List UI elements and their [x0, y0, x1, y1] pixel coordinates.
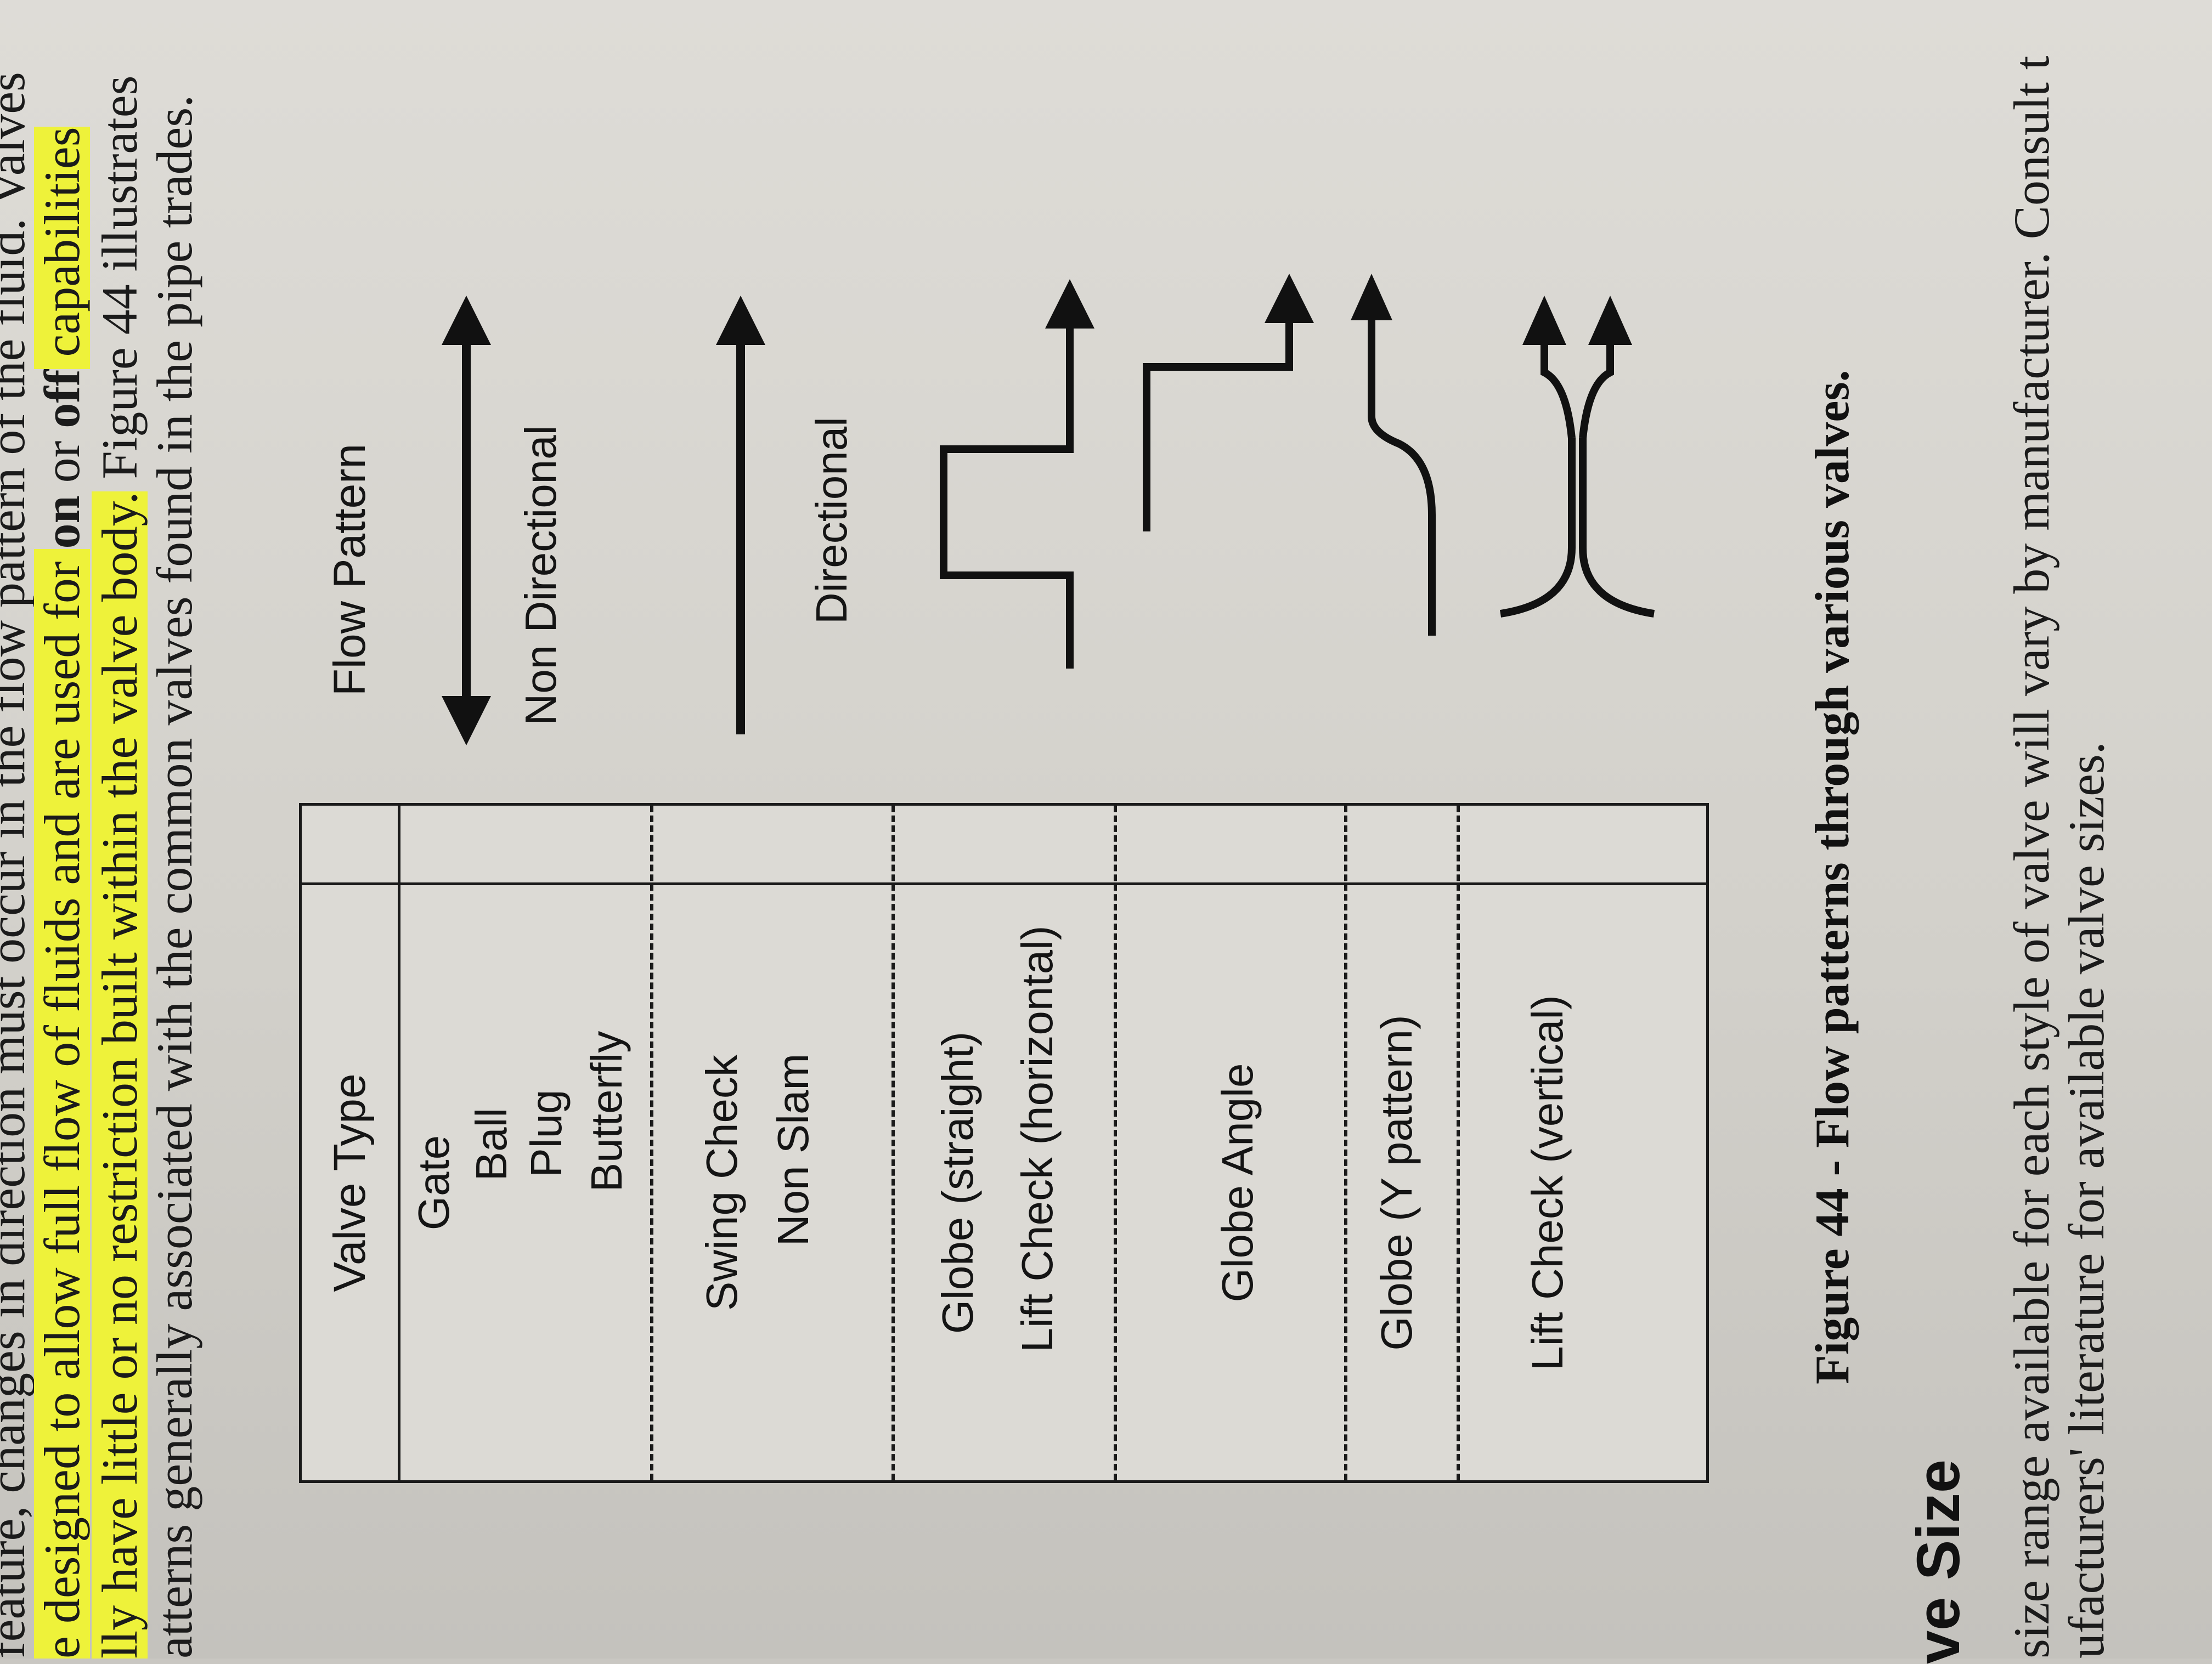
valve-type-butterfly: Butterfly [582, 1031, 631, 1192]
row-divider [891, 806, 895, 1480]
valve-type-plug: Plug [522, 1089, 571, 1178]
valve-type-globe-straight: Globe (straight) [933, 1031, 982, 1334]
valve-type-globe-y-pattern: Globe (Y pattern) [1372, 1015, 1421, 1351]
body-line-4: atterns generally associated with the co… [146, 94, 202, 1659]
valve-type-non-slam: Non Slam [769, 1053, 817, 1247]
pattern-label-directional: Directional [807, 417, 856, 624]
row-divider [1457, 806, 1460, 1480]
row-divider [1114, 806, 1117, 1480]
valve-type-globe-angle: Globe Angle [1213, 1063, 1262, 1303]
header-valve-type: Valve Type [324, 1073, 375, 1292]
angle-flow-icon [1143, 274, 1314, 531]
valve-type-gate: Gate [409, 1135, 458, 1231]
pattern-label-non-directional: Non Directional [516, 425, 565, 726]
body-line-1: feature, changes in direction must occur… [0, 72, 35, 1659]
row-divider [650, 806, 653, 1480]
body-line-2: e designed to allow full flow of fluids … [34, 127, 90, 1659]
double-arrow-icon [442, 296, 491, 745]
vertical-lift-flow-icon [1499, 296, 1655, 618]
body-line-3: lly have little or no restriction built … [92, 75, 148, 1659]
valve-type-lift-check-vertical: Lift Check (vertical) [1523, 995, 1572, 1371]
valve-type-ball: Ball [467, 1107, 516, 1181]
valve-type-lift-check-horizontal: Lift Check (horizontal) [1013, 925, 1062, 1352]
flow-pattern-table: Valve Type Flow Pattern Gate Ball Plug B… [299, 274, 1709, 1483]
single-arrow-icon [716, 296, 765, 734]
section-heading: ve Size [1905, 1459, 1972, 1664]
figure-caption: Figure 44 - Flow patterns through variou… [1806, 370, 1859, 1384]
stepped-flow-icon [940, 279, 1094, 669]
valve-type-swing-check: Swing Check [697, 1055, 746, 1311]
section-body-line-1: size range available for each style of v… [2004, 55, 2059, 1659]
section-body-line-2: ufacturers' literature for available val… [2058, 742, 2114, 1659]
row-divider [1344, 806, 1347, 1480]
header-flow-pattern: Flow Pattern [324, 443, 375, 697]
y-pattern-flow-icon [1351, 274, 1436, 636]
header-rule [398, 806, 400, 1480]
